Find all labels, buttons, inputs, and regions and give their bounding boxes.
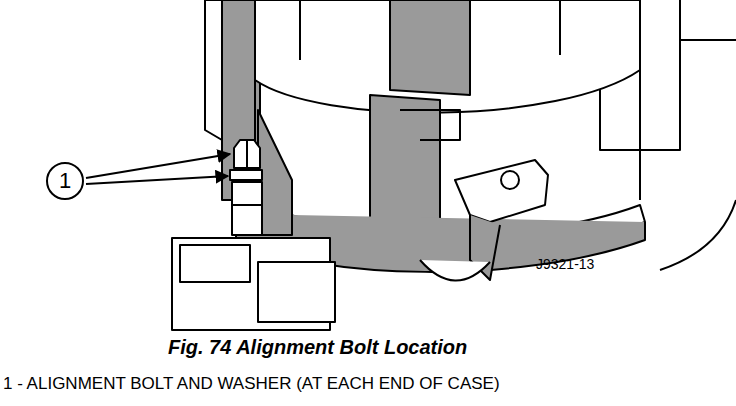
callout-circle: 1 [46, 162, 84, 200]
legend-note: 1 - ALIGNMENT BOLT AND WASHER (AT EACH E… [3, 374, 500, 394]
callout-number: 1 [59, 170, 71, 192]
figure-code: J9321-13 [536, 256, 594, 272]
figure-caption: Fig. 74 Alignment Bolt Location [168, 336, 467, 359]
